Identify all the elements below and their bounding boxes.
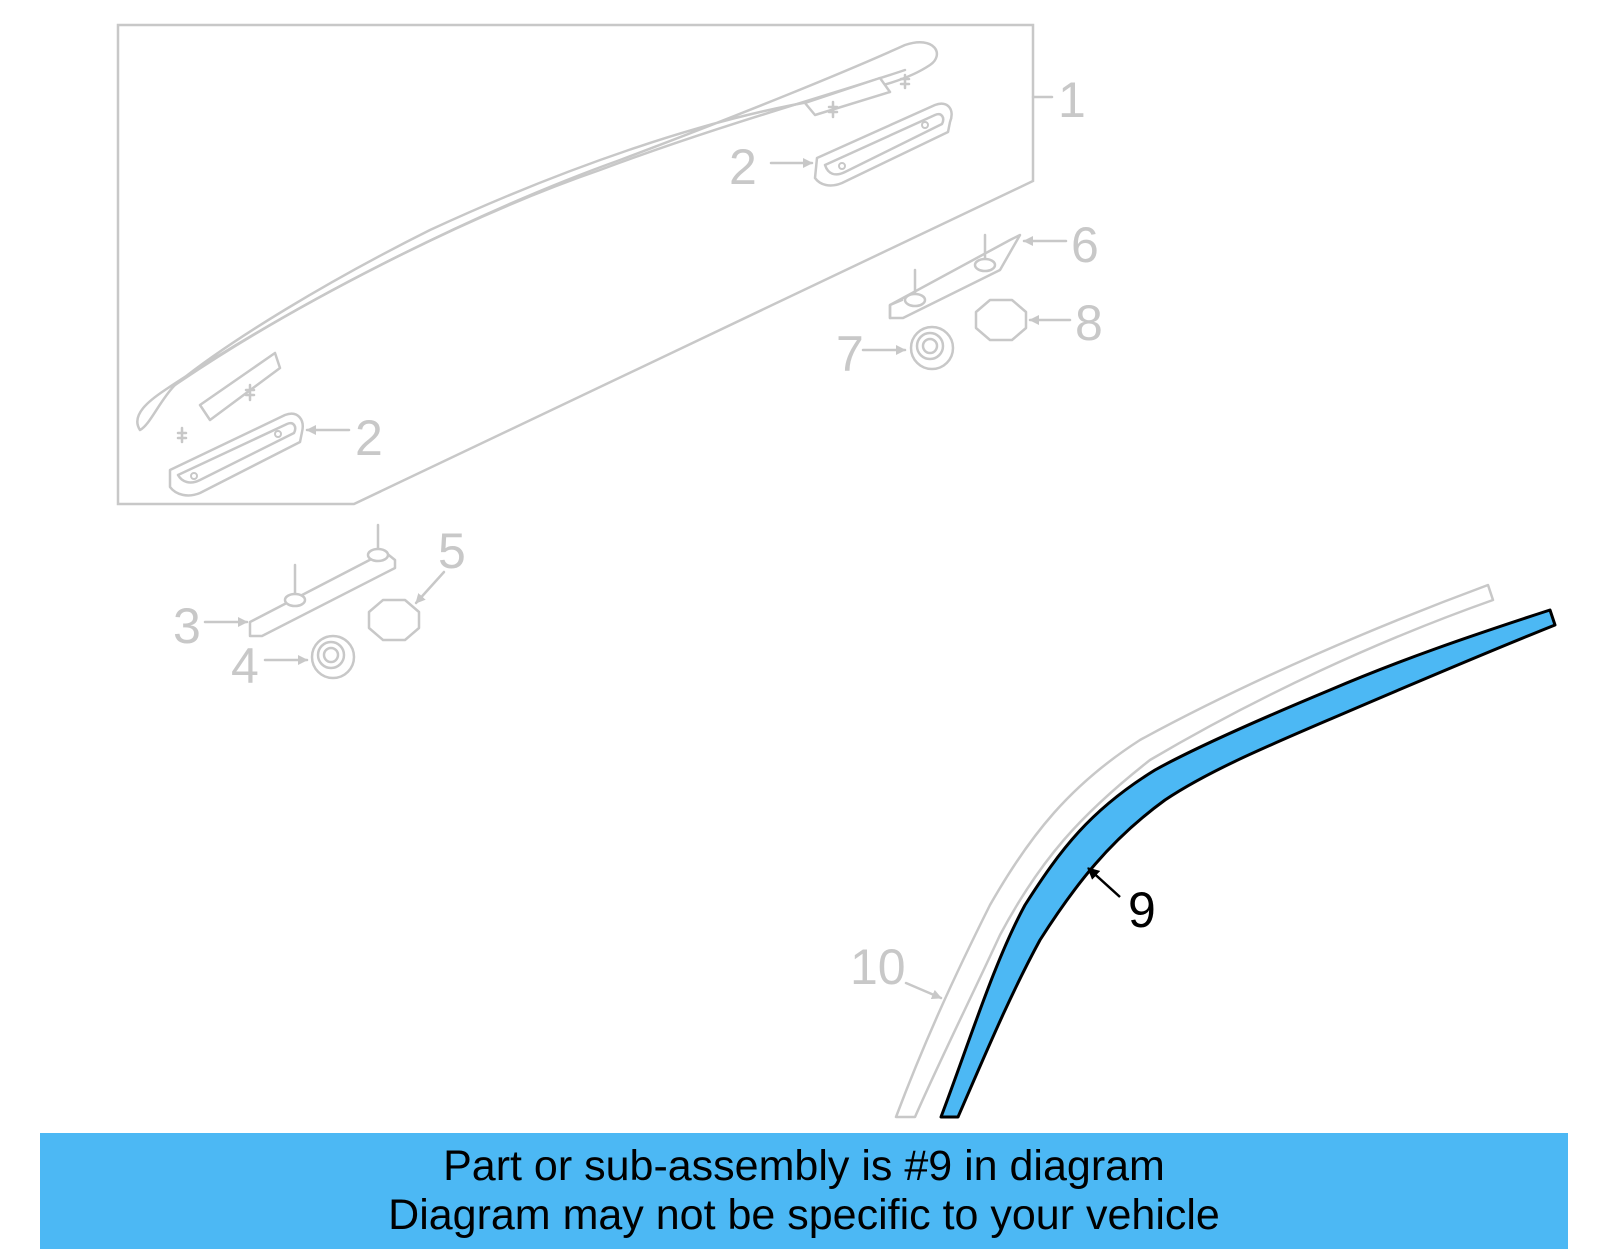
- rail-pad-rear: [813, 102, 953, 187]
- bracket-front: [248, 523, 397, 638]
- info-banner: Part or sub-assembly is #9 in diagram Di…: [40, 1133, 1568, 1249]
- callout-label-8: 8: [1075, 295, 1103, 351]
- banner-line-part: Part or sub-assembly is #9 in diagram: [443, 1142, 1165, 1190]
- nut-front: [310, 634, 356, 680]
- roof-molding-highlighted: [939, 608, 1557, 1119]
- callout-arrow-5: [414, 570, 446, 605]
- callout-label-6: 6: [1071, 217, 1099, 273]
- callout-label-7: 7: [836, 326, 864, 382]
- callout-label-5: 5: [438, 523, 466, 579]
- callout-label-1: 1: [1058, 72, 1086, 128]
- rail-pad-front: [168, 412, 304, 497]
- roof-rail: [136, 41, 939, 444]
- banner-line-disclaimer: Diagram may not be specific to your vehi…: [388, 1191, 1220, 1239]
- drip-molding-outline: [894, 583, 1495, 1119]
- callout-label-9: 9: [1128, 882, 1156, 938]
- callout-arrow-10: [904, 981, 943, 1000]
- callout-arrow-9: [1087, 867, 1121, 898]
- seal-front: [367, 598, 421, 642]
- nut-rear: [909, 325, 955, 371]
- callout-label-2b: 2: [355, 410, 383, 466]
- callout-label-3: 3: [173, 598, 201, 654]
- assembly-frame: [116, 23, 1035, 506]
- seal-rear: [974, 298, 1028, 342]
- callout-label-4: 4: [231, 638, 259, 694]
- bracket-rear: [888, 233, 1022, 320]
- callout-label-2a: 2: [729, 139, 757, 195]
- callout-label-10: 10: [850, 939, 906, 995]
